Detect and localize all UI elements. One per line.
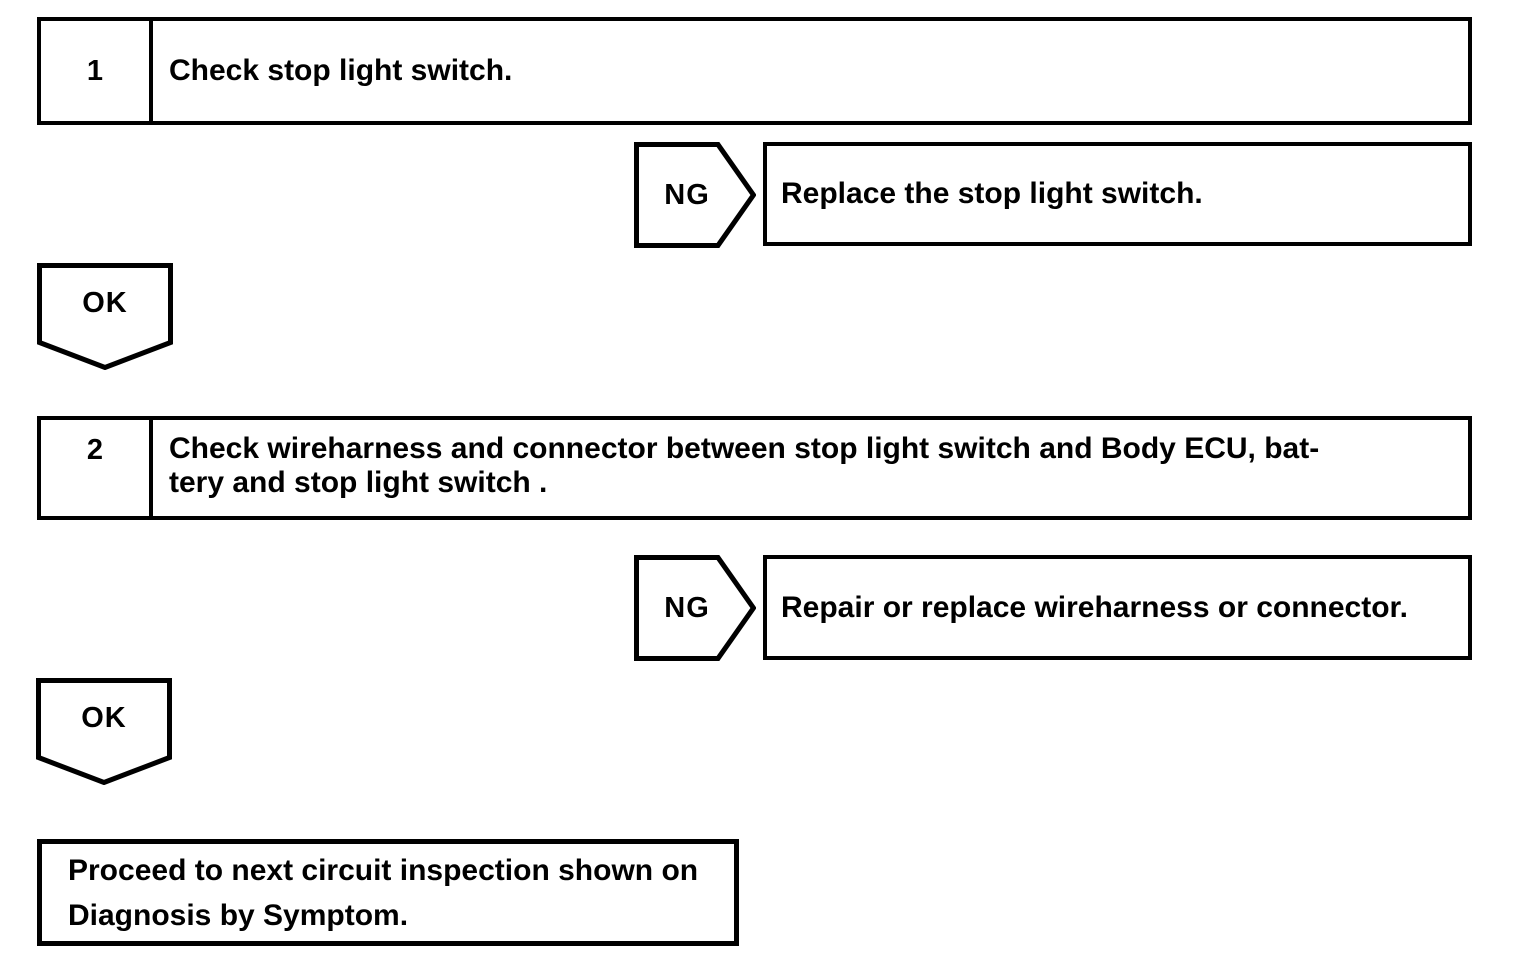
ok-connector-2: OK	[36, 678, 172, 785]
ok-label: OK	[81, 701, 127, 734]
step-2-title: Check wireharness and connector between …	[153, 420, 1468, 516]
ok-arrow-down-icon	[37, 263, 173, 370]
ng-label: NG	[664, 591, 710, 624]
step-2-title-line-1: Check wireharness and connector between …	[169, 432, 1320, 465]
ng-label: NG	[664, 178, 710, 211]
step-1-title: Check stop light switch.	[153, 21, 1468, 121]
ng-arrow-right-icon	[634, 142, 756, 248]
ng-connector-1: NG	[634, 142, 756, 248]
ng-action-2-text: Repair or replace wireharness or connect…	[781, 590, 1408, 624]
result-line-2: Diagnosis by Symptom.	[68, 899, 409, 932]
ok-arrow-down-icon	[36, 678, 172, 785]
step-2-number-text: 2	[86, 434, 104, 466]
ng-action-2-box: Repair or replace wireharness or connect…	[763, 555, 1472, 660]
ng-connector-2: NG	[634, 555, 756, 661]
step-1-number-text: 1	[86, 54, 104, 87]
step-2-number-cell: 2	[41, 420, 153, 516]
ng-arrow-right-icon	[634, 555, 756, 661]
step-1-box: 1 Check stop light switch.	[37, 17, 1472, 125]
ng-action-1-text: Replace the stop light switch.	[781, 177, 1203, 210]
ng-action-1-box: Replace the stop light switch.	[763, 142, 1472, 246]
ok-label: OK	[82, 286, 128, 319]
step-2-title-line-2: tery and stop light switch .	[169, 466, 548, 499]
ok-connector-1: OK	[37, 263, 173, 370]
step-1-number-cell: 1	[41, 21, 153, 121]
step-2-box: 2 Check wireharness and connector betwee…	[37, 416, 1472, 520]
result-line-1: Proceed to next circuit inspection shown…	[68, 854, 699, 887]
step-1-title-line: Check stop light switch.	[169, 54, 513, 87]
result-box: Proceed to next circuit inspection shown…	[37, 839, 739, 946]
